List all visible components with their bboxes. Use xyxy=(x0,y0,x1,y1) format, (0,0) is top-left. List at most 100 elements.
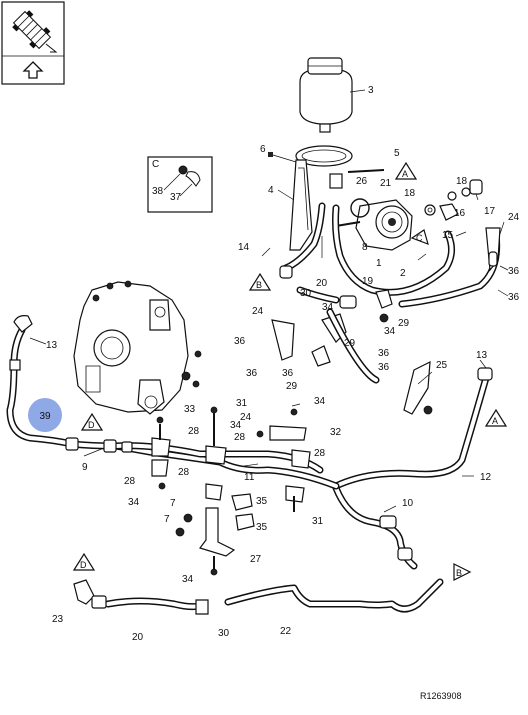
callout-27: 27 xyxy=(250,554,262,565)
callout-17: 17 xyxy=(484,206,496,217)
callout-20-bottom: 20 xyxy=(132,632,144,643)
callout-36-middle-b: 36 xyxy=(246,368,258,379)
bracket-right-24 xyxy=(485,227,501,272)
view-marker-b-bottom[interactable]: B xyxy=(453,563,472,581)
inset-letter: C xyxy=(152,159,159,170)
inset-view-c: C 38 37 xyxy=(147,156,213,213)
view-marker-d-bottom[interactable]: D xyxy=(72,552,96,571)
callout-28-d: 28 xyxy=(314,448,326,459)
callout-36-middle-a: 36 xyxy=(234,336,246,347)
vehicle-location-icon xyxy=(12,10,58,53)
callout-10: 10 xyxy=(402,498,414,509)
callout-36-middle-c: 36 xyxy=(282,368,294,379)
pipe-clips-lower xyxy=(151,406,311,537)
callout-18-left: 18 xyxy=(404,188,416,199)
bracket-27 xyxy=(199,507,236,576)
callout-26: 26 xyxy=(356,176,368,187)
reservoir-bracket xyxy=(268,145,385,251)
view-marker-a-top[interactable]: A xyxy=(394,161,418,180)
callout-14: 14 xyxy=(238,242,250,253)
callout-36-middle-e: 36 xyxy=(378,362,390,373)
hose-group-top xyxy=(279,202,501,309)
callout-4: 4 xyxy=(268,185,274,196)
callout-28-a: 28 xyxy=(188,426,200,437)
pump-fitting-group xyxy=(424,179,483,221)
callout-36-middle-d: 36 xyxy=(378,348,390,359)
view-marker-d-gear[interactable]: D xyxy=(80,412,104,431)
callout-24-right: 24 xyxy=(508,212,520,223)
callout-28-e: 28 xyxy=(178,467,190,478)
callout-labels: 3 5 6 4 21 26 18 18 16 17 15 24 8 1 14 2… xyxy=(46,85,520,643)
callout-19: 19 xyxy=(362,276,374,287)
hose-left-13 xyxy=(6,315,76,448)
callout-29-top: 29 xyxy=(398,318,410,329)
callout-36-right-a: 36 xyxy=(508,266,520,277)
highlighted-part-39[interactable]: 39 xyxy=(28,398,62,432)
callout-28-b: 28 xyxy=(234,432,246,443)
svg-text:D: D xyxy=(80,560,87,570)
clamp-group-middle xyxy=(271,289,433,415)
callout-34-top-a: 34 xyxy=(322,302,334,313)
callout-20-top: 20 xyxy=(316,278,328,289)
svg-text:A: A xyxy=(492,416,498,426)
arrow-up-icon xyxy=(22,61,44,79)
callout-22: 22 xyxy=(280,626,292,637)
callout-36-right-b: 36 xyxy=(508,292,520,303)
svg-text:B: B xyxy=(256,280,262,290)
callout-2: 2 xyxy=(400,268,406,279)
callout-12: 12 xyxy=(480,472,492,483)
highlight-circle[interactable] xyxy=(28,398,62,432)
callout-30-top: 30 xyxy=(300,288,312,299)
bottom-lines xyxy=(73,578,444,615)
callout-18-right: 18 xyxy=(456,176,468,187)
view-marker-b-top[interactable]: B xyxy=(248,272,272,291)
inset-callout-37: 37 xyxy=(170,192,182,203)
callout-7-b: 7 xyxy=(164,514,170,525)
svg-text:B: B xyxy=(456,568,462,578)
callout-34-lower-b: 34 xyxy=(230,420,242,431)
reference-number: R1263908 xyxy=(420,691,462,701)
callout-8: 8 xyxy=(362,242,368,253)
callout-30-bottom: 30 xyxy=(218,628,230,639)
view-marker-c-pump[interactable]: C xyxy=(410,229,429,245)
callout-7-a: 7 xyxy=(170,498,176,509)
return-hose-10 xyxy=(332,484,418,570)
svg-text:A: A xyxy=(402,169,408,179)
svg-text:D: D xyxy=(88,420,95,430)
callout-35-b: 35 xyxy=(256,522,268,533)
callout-9: 9 xyxy=(82,462,88,473)
callout-24-middle: 24 xyxy=(252,306,264,317)
callout-11: 11 xyxy=(244,472,255,483)
callout-13-left: 13 xyxy=(46,340,58,351)
callout-13-right: 13 xyxy=(476,350,488,361)
highlight-number: 39 xyxy=(39,411,51,422)
callout-29-middle: 29 xyxy=(344,338,356,349)
callout-34-lower-c: 34 xyxy=(128,497,140,508)
callout-34-top-b: 34 xyxy=(384,326,396,337)
callout-25: 25 xyxy=(436,360,448,371)
pressure-line-12 xyxy=(326,308,493,490)
callout-21: 21 xyxy=(380,178,392,189)
navigation-icon-box[interactable] xyxy=(1,1,65,85)
power-steering-pump xyxy=(335,198,413,251)
callout-31-bottom: 31 xyxy=(312,516,324,527)
callout-29-lower: 29 xyxy=(286,381,298,392)
view-markers: A C B D A D B xyxy=(72,161,508,581)
leader-lines xyxy=(29,189,509,513)
steering-gear-housing xyxy=(73,280,202,415)
callout-1: 1 xyxy=(376,258,382,269)
callout-34-bottom: 34 xyxy=(182,574,194,585)
callout-31-top: 31 xyxy=(236,398,248,409)
callout-24-lower: 24 xyxy=(240,412,252,423)
callout-34-lower-a: 34 xyxy=(314,396,326,407)
callout-3: 3 xyxy=(368,85,374,96)
callout-23: 23 xyxy=(52,614,64,625)
callout-32: 32 xyxy=(330,427,342,438)
svg-text:C: C xyxy=(416,233,423,243)
callout-16: 16 xyxy=(454,208,466,219)
callout-15: 15 xyxy=(442,230,454,241)
view-marker-a-right[interactable]: A xyxy=(484,408,508,427)
callout-28-c: 28 xyxy=(124,476,136,487)
